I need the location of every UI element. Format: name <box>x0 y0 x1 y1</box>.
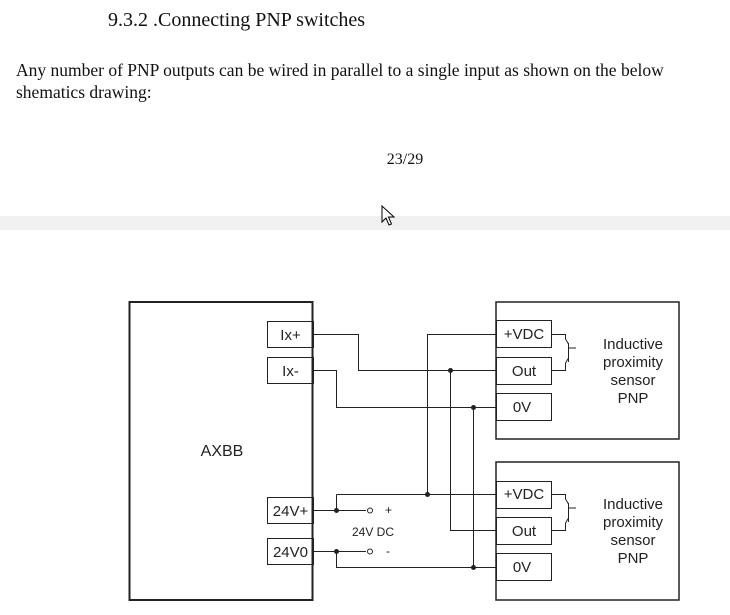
junction-dots <box>334 368 476 570</box>
controller-label: AXBB <box>201 443 244 460</box>
sensor-1-0v-label: 0V <box>513 399 531 416</box>
sensor-1-desc-line-3: sensor <box>610 372 655 389</box>
terminal-ix-plus-label: Ix+ <box>280 327 301 344</box>
terminal-24v-zero-label: 24V0 <box>273 544 308 561</box>
sensor-2-desc-line-3: sensor <box>610 532 655 549</box>
page-number: 23/29 <box>386 151 424 168</box>
sensor-1-out-label: Out <box>512 363 537 380</box>
sensor-2-0v-label: 0V <box>513 559 531 576</box>
sensor-2-transistor-symbol <box>551 494 576 531</box>
sensor-1-desc-line-4: PNP <box>618 390 649 407</box>
supply-plus-label: + <box>385 503 392 517</box>
sensor-2-out-label: Out <box>512 523 537 540</box>
terminal-ix-minus-label: Ix- <box>282 363 299 380</box>
mouse-pointer-icon <box>381 205 395 226</box>
body-paragraph: Any number of PNP outputs can be wired i… <box>16 59 730 103</box>
supply-plus-contact <box>367 507 373 514</box>
section-heading: 9.3.2 .Connecting PNP switches <box>108 9 366 31</box>
sensor-1-desc-line-1: Inductive <box>603 336 663 353</box>
paragraph-line-2: shematics drawing: <box>16 82 152 102</box>
supply-minus-label: - <box>386 544 390 558</box>
sensor-1-transistor-symbol <box>551 334 576 371</box>
page-separator <box>0 216 730 230</box>
terminal-24v-plus-label: 24V+ <box>273 503 309 520</box>
sensor-2-desc-line-1: Inductive <box>603 496 663 513</box>
sensor-2-vdc-label: +VDC <box>504 486 545 503</box>
wiring <box>313 334 497 568</box>
supply-voltage-label: 24V DC <box>352 525 394 539</box>
sensor-2-desc-line-4: PNP <box>618 550 649 567</box>
sensor-1-desc-line-2: proximity <box>603 354 664 371</box>
sensor-1-vdc-label: +VDC <box>504 326 545 343</box>
supply-minus-contact <box>367 548 373 555</box>
paragraph-line-1: Any number of PNP outputs can be wired i… <box>16 60 664 80</box>
sensor-2-desc-line-2: proximity <box>603 514 664 531</box>
controller-box <box>128 301 314 601</box>
